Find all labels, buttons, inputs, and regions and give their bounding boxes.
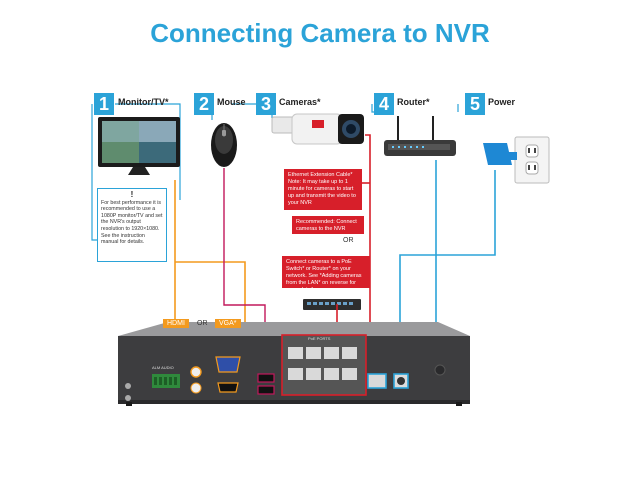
warning-icon: ! xyxy=(130,190,134,199)
step-label-cameras: Cameras* xyxy=(279,97,321,107)
page-title: Connecting Camera to NVR xyxy=(150,18,490,48)
alarm-audio-label: ALM AUDIO xyxy=(152,365,174,370)
poe-switch-note: Connect cameras to a PoE Switch* or Rout… xyxy=(282,256,370,293)
hdmi-vga-or: OR xyxy=(197,320,208,327)
monitor-tv-icon xyxy=(98,117,180,175)
monitor-info-text: For best performance it is recommended t… xyxy=(101,199,163,246)
power-adapter-icon xyxy=(483,143,517,165)
step-label-mouse: Mouse xyxy=(217,97,246,107)
step-label-monitor: Monitor/TV* xyxy=(118,97,169,107)
step-number-5: 5 xyxy=(465,93,485,115)
recommended-note: Recommended: Connect cameras to the NVR xyxy=(292,216,364,234)
bullet-camera-icon xyxy=(271,113,364,145)
poe-ports-label: PoE PORTS xyxy=(308,336,331,341)
step-number-1: 1 xyxy=(94,93,114,115)
step-number-3: 3 xyxy=(256,93,276,115)
hdmi-tag: HDMI xyxy=(163,319,189,328)
step-label-router: Router* xyxy=(397,97,430,107)
step-label-power: Power xyxy=(488,97,516,107)
power-outlet-icon xyxy=(514,136,550,184)
monitor-cable-guide xyxy=(115,103,181,200)
poe-switch-icon xyxy=(303,299,361,310)
step-number-2: 2 xyxy=(194,93,214,115)
router-icon xyxy=(384,116,456,156)
monitor-info-box: ! For best performance it is recommended… xyxy=(97,188,167,262)
vga-tag: VGA* xyxy=(215,319,241,328)
mouse-icon xyxy=(211,123,237,167)
nvr-recorder-icon xyxy=(118,322,470,406)
ethernet-cable-note: Ethernet Extension Cable* Note: It may t… xyxy=(284,169,362,210)
or-separator: OR xyxy=(343,237,354,244)
step-number-4: 4 xyxy=(374,93,394,115)
